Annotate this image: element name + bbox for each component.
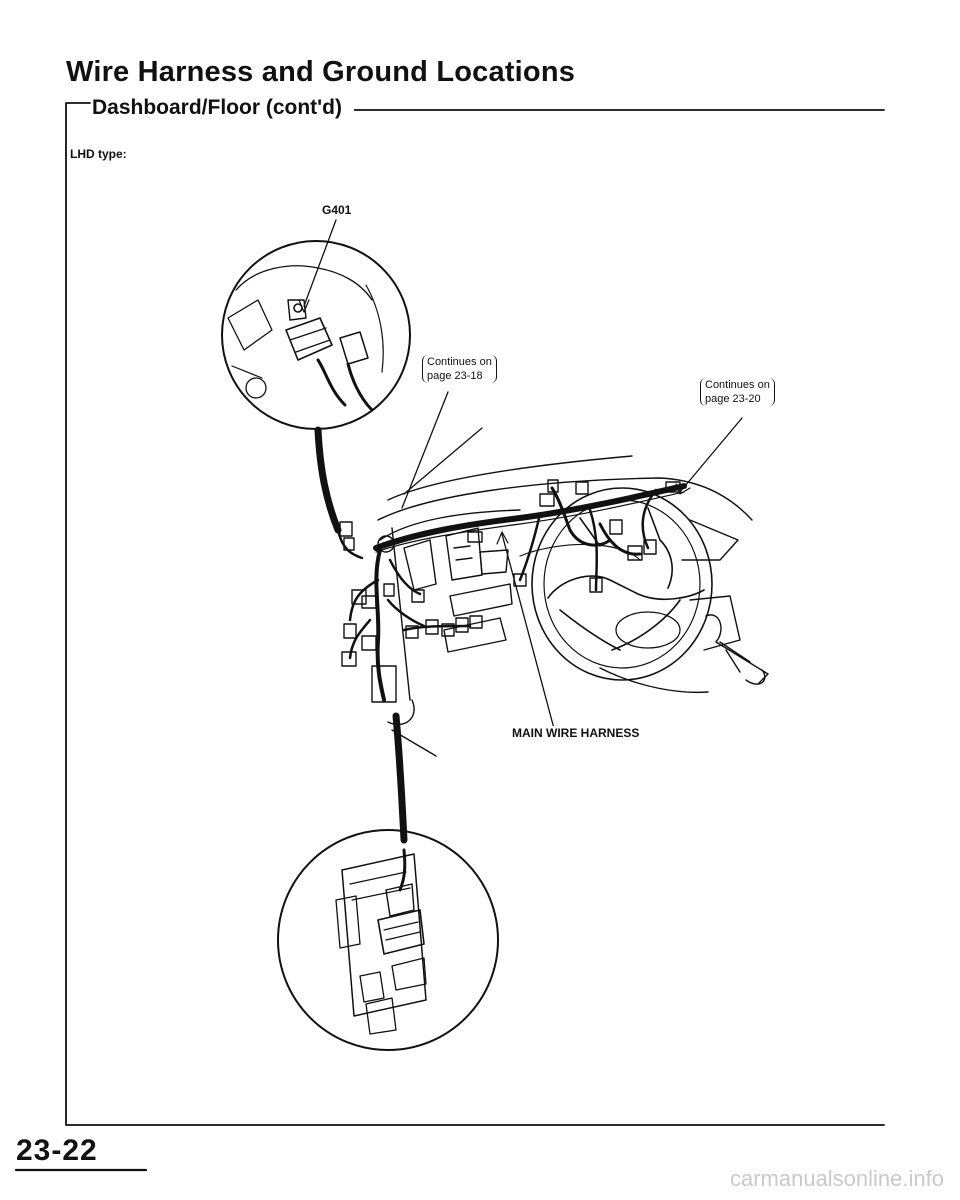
continues-ref-right-line2: page 23-20 [705, 393, 761, 405]
page-number: 23-22 [16, 1134, 98, 1167]
variant-label: LHD type: [70, 147, 127, 161]
steering-wheel [531, 487, 713, 681]
section-title: Dashboard/Floor (cont'd) [92, 96, 354, 120]
fuse-box-detail-circle [277, 829, 499, 1051]
g401-leader [303, 219, 337, 307]
continues-ref-right-line1: Continues on [705, 379, 770, 391]
g401-label: G401 [322, 203, 352, 217]
page-frame [65, 102, 885, 1126]
main-harness [336, 483, 687, 702]
main-wire-harness-label: MAIN WIRE HARNESS [512, 726, 640, 740]
continues-ref-right: Continues on page 23-20 [700, 378, 775, 406]
continues-ref-left-line1: Continues on [427, 356, 492, 368]
ground-detail-circle [221, 240, 411, 430]
page-title: Wire Harness and Ground Locations [66, 56, 576, 88]
harness-lower-branch [392, 712, 408, 844]
continues-ref-left-line2: page 23-18 [427, 370, 483, 382]
harness-label-leader [501, 533, 557, 737]
ref-right-leader [679, 417, 743, 493]
harness-connectors [339, 479, 681, 703]
harness-upper-branch [314, 426, 342, 534]
continues-ref-left: Continues on page 23-18 [422, 355, 497, 383]
watermark: carmanualsonline.info [729, 1166, 944, 1191]
ref-left-leader-2 [403, 427, 483, 495]
